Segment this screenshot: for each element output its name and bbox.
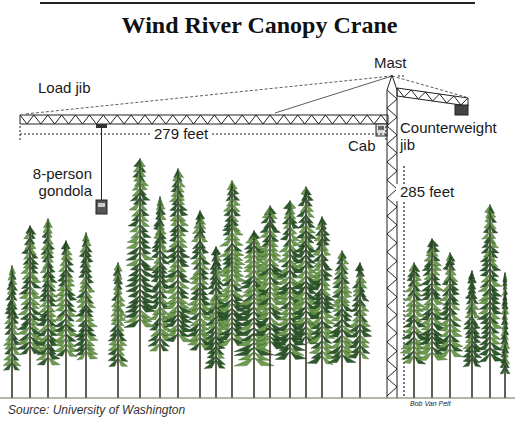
tree-foliage-light [36, 219, 60, 365]
tree-foliage-light [3, 266, 21, 366]
tree-foliage-light [148, 197, 172, 351]
tree-foliage-dark [234, 230, 274, 356]
counterweight-jib [397, 88, 468, 106]
conifer-tree [437, 252, 463, 398]
counterweight-block [455, 105, 468, 115]
tree-foliage-light [500, 273, 510, 364]
tree-foliage-dark [500, 272, 510, 374]
conifer-tree [204, 246, 227, 398]
tree-foliage-dark [419, 238, 448, 355]
mast-height-dimension [403, 166, 404, 398]
conifer-tree [74, 232, 98, 398]
dimension-label: 285 feet [396, 184, 458, 201]
tree-trunk [431, 242, 433, 398]
tree-foliage-light [163, 169, 193, 342]
conifer-tree [307, 216, 337, 398]
tree-foliage-light [437, 253, 463, 357]
conifer-tree [328, 250, 356, 398]
tree-foliage-dark [108, 262, 128, 366]
conifer-tree [500, 272, 510, 398]
tree-trunk [177, 172, 179, 398]
tree-foliage-dark [124, 158, 156, 328]
load-jib [20, 115, 388, 124]
tree-foliage-dark [216, 180, 248, 346]
gondola-cable [101, 128, 102, 200]
tree-foliage-dark [3, 265, 20, 370]
forest-floor [0, 398, 515, 399]
tree-foliage-light [76, 233, 98, 360]
source-caption: Source: University of Washington [8, 404, 185, 417]
jib-tie-line [25, 76, 392, 114]
conifer-tree [3, 265, 21, 398]
mast-top-dimension [398, 76, 404, 77]
part-label: Counterweight jib [400, 120, 508, 154]
tree-foliage-dark [476, 204, 504, 362]
conifer-tree [348, 262, 372, 398]
trolley [96, 124, 107, 128]
conifer-tree [290, 186, 322, 398]
dimension-label: 279 feet [150, 126, 212, 143]
conifer-tree [124, 158, 156, 398]
part-label: Load jib [38, 80, 91, 97]
tree-foliage-light [216, 181, 246, 346]
tree-foliage-light [463, 301, 480, 349]
tree-foliage-dark [348, 262, 372, 358]
tree-foliage-light [108, 263, 128, 366]
part-label: Cab [348, 138, 376, 155]
tree-foliage-dark [36, 218, 60, 365]
tree-foliage-dark [163, 168, 193, 342]
conifer-tree [463, 270, 482, 398]
tree-foliage-light [307, 222, 337, 365]
tree-trunk [65, 244, 67, 398]
conifer-tree [108, 262, 128, 398]
tree-foliage-light [124, 159, 156, 327]
part-label: 8-person gondola [22, 166, 92, 200]
tree-foliage-dark [186, 210, 214, 350]
cab-window [378, 126, 384, 130]
tree-foliage-light [329, 251, 355, 357]
tree-trunk [253, 234, 255, 398]
conifer-tree [163, 168, 193, 398]
tree-foliage-light [349, 274, 371, 359]
conifer-tree [148, 196, 172, 398]
title: Wind River Canopy Crane [2, 12, 515, 39]
conifer-tree [36, 218, 60, 398]
tree-foliage-light [416, 248, 448, 360]
conifer-tree [476, 204, 504, 398]
part-label: Mast [374, 55, 407, 72]
jib-tie-line [275, 76, 392, 113]
counterweight-tie-line [392, 76, 466, 97]
gondola [96, 200, 107, 214]
top-rule [40, 2, 475, 4]
conifer-tree [53, 240, 79, 398]
tree-foliage-light [53, 247, 79, 357]
tree-foliage-light [478, 205, 504, 344]
artist-signature: Bob Van Pelt [410, 400, 451, 408]
gondola-window [98, 203, 105, 207]
tree-trunk [321, 220, 323, 398]
mast-tower [387, 75, 397, 398]
